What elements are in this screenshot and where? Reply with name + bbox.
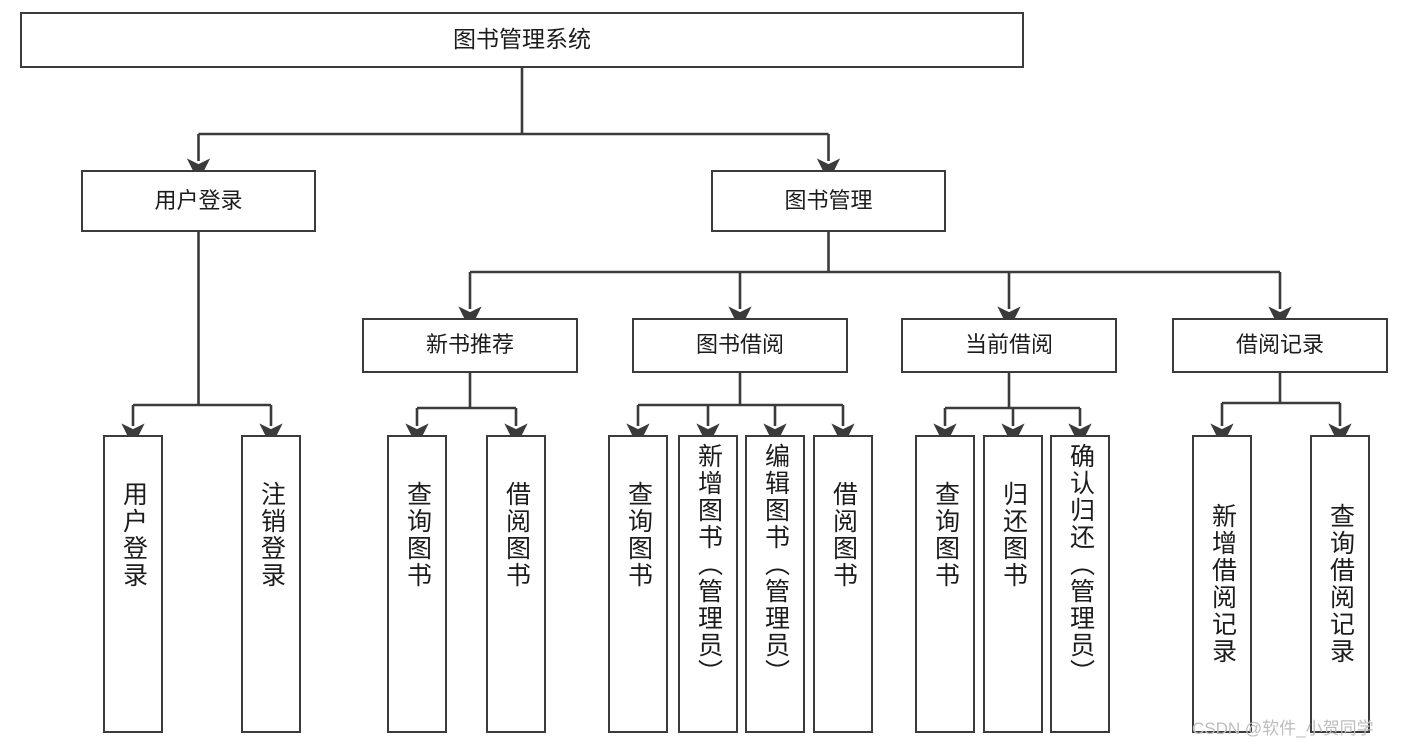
node-leaf-borrow-book-2[interactable]: 借阅图书	[813, 435, 873, 733]
node-root[interactable]: 图书管理系统	[20, 12, 1024, 68]
node-label-leaf-add-book: 新增图书（管理员）	[694, 443, 723, 686]
node-user-login[interactable]: 用户登录	[81, 170, 316, 232]
node-leaf-return-book[interactable]: 归还图书	[983, 435, 1043, 733]
node-leaf-user-logout[interactable]: 注销登录	[241, 435, 301, 733]
node-current-borrow[interactable]: 当前借阅	[901, 318, 1117, 373]
node-borrow-record[interactable]: 借阅记录	[1172, 318, 1388, 373]
node-book-manage[interactable]: 图书管理	[711, 170, 946, 232]
node-label-current-borrow: 当前借阅	[964, 332, 1053, 358]
node-leaf-add-book[interactable]: 新增图书（管理员）	[678, 435, 738, 733]
node-label-book-manage: 图书管理	[784, 187, 873, 213]
node-label-leaf-query-book-1: 查询图书	[403, 481, 432, 589]
node-label-leaf-confirm-return: 确认归还（管理员）	[1066, 443, 1095, 686]
node-leaf-add-record[interactable]: 新增借阅记录	[1192, 435, 1252, 733]
node-leaf-borrow-book-1[interactable]: 借阅图书	[486, 435, 546, 733]
node-leaf-query-book-3[interactable]: 查询图书	[915, 435, 975, 733]
node-label-new-book-rec: 新书推荐	[425, 332, 514, 358]
node-label-root: 图书管理系统	[453, 26, 591, 53]
node-leaf-query-record[interactable]: 查询借阅记录	[1310, 435, 1370, 733]
node-book-borrow[interactable]: 图书借阅	[632, 318, 848, 373]
node-label-leaf-user-login: 用户登录	[119, 481, 148, 589]
node-label-leaf-borrow-book-2: 借阅图书	[829, 481, 858, 589]
node-label-leaf-return-book: 归还图书	[999, 481, 1028, 589]
node-label-leaf-query-book-2: 查询图书	[624, 481, 653, 589]
node-label-leaf-add-record: 新增借阅记录	[1208, 503, 1237, 665]
node-label-leaf-user-logout: 注销登录	[257, 481, 286, 589]
node-leaf-confirm-return[interactable]: 确认归还（管理员）	[1050, 435, 1110, 733]
node-label-user-login: 用户登录	[154, 187, 243, 213]
node-leaf-edit-book[interactable]: 编辑图书（管理员）	[745, 435, 805, 733]
node-new-book-rec[interactable]: 新书推荐	[362, 318, 578, 373]
node-label-leaf-edit-book: 编辑图书（管理员）	[761, 443, 790, 686]
node-label-leaf-query-record: 查询借阅记录	[1326, 503, 1355, 665]
node-label-leaf-borrow-book-1: 借阅图书	[502, 481, 531, 589]
node-label-book-borrow: 图书借阅	[695, 332, 784, 358]
node-label-leaf-query-book-3: 查询图书	[931, 481, 960, 589]
node-leaf-query-book-1[interactable]: 查询图书	[387, 435, 447, 733]
node-leaf-user-login[interactable]: 用户登录	[103, 435, 163, 733]
node-leaf-query-book-2[interactable]: 查询图书	[608, 435, 668, 733]
node-label-borrow-record: 借阅记录	[1235, 332, 1324, 358]
